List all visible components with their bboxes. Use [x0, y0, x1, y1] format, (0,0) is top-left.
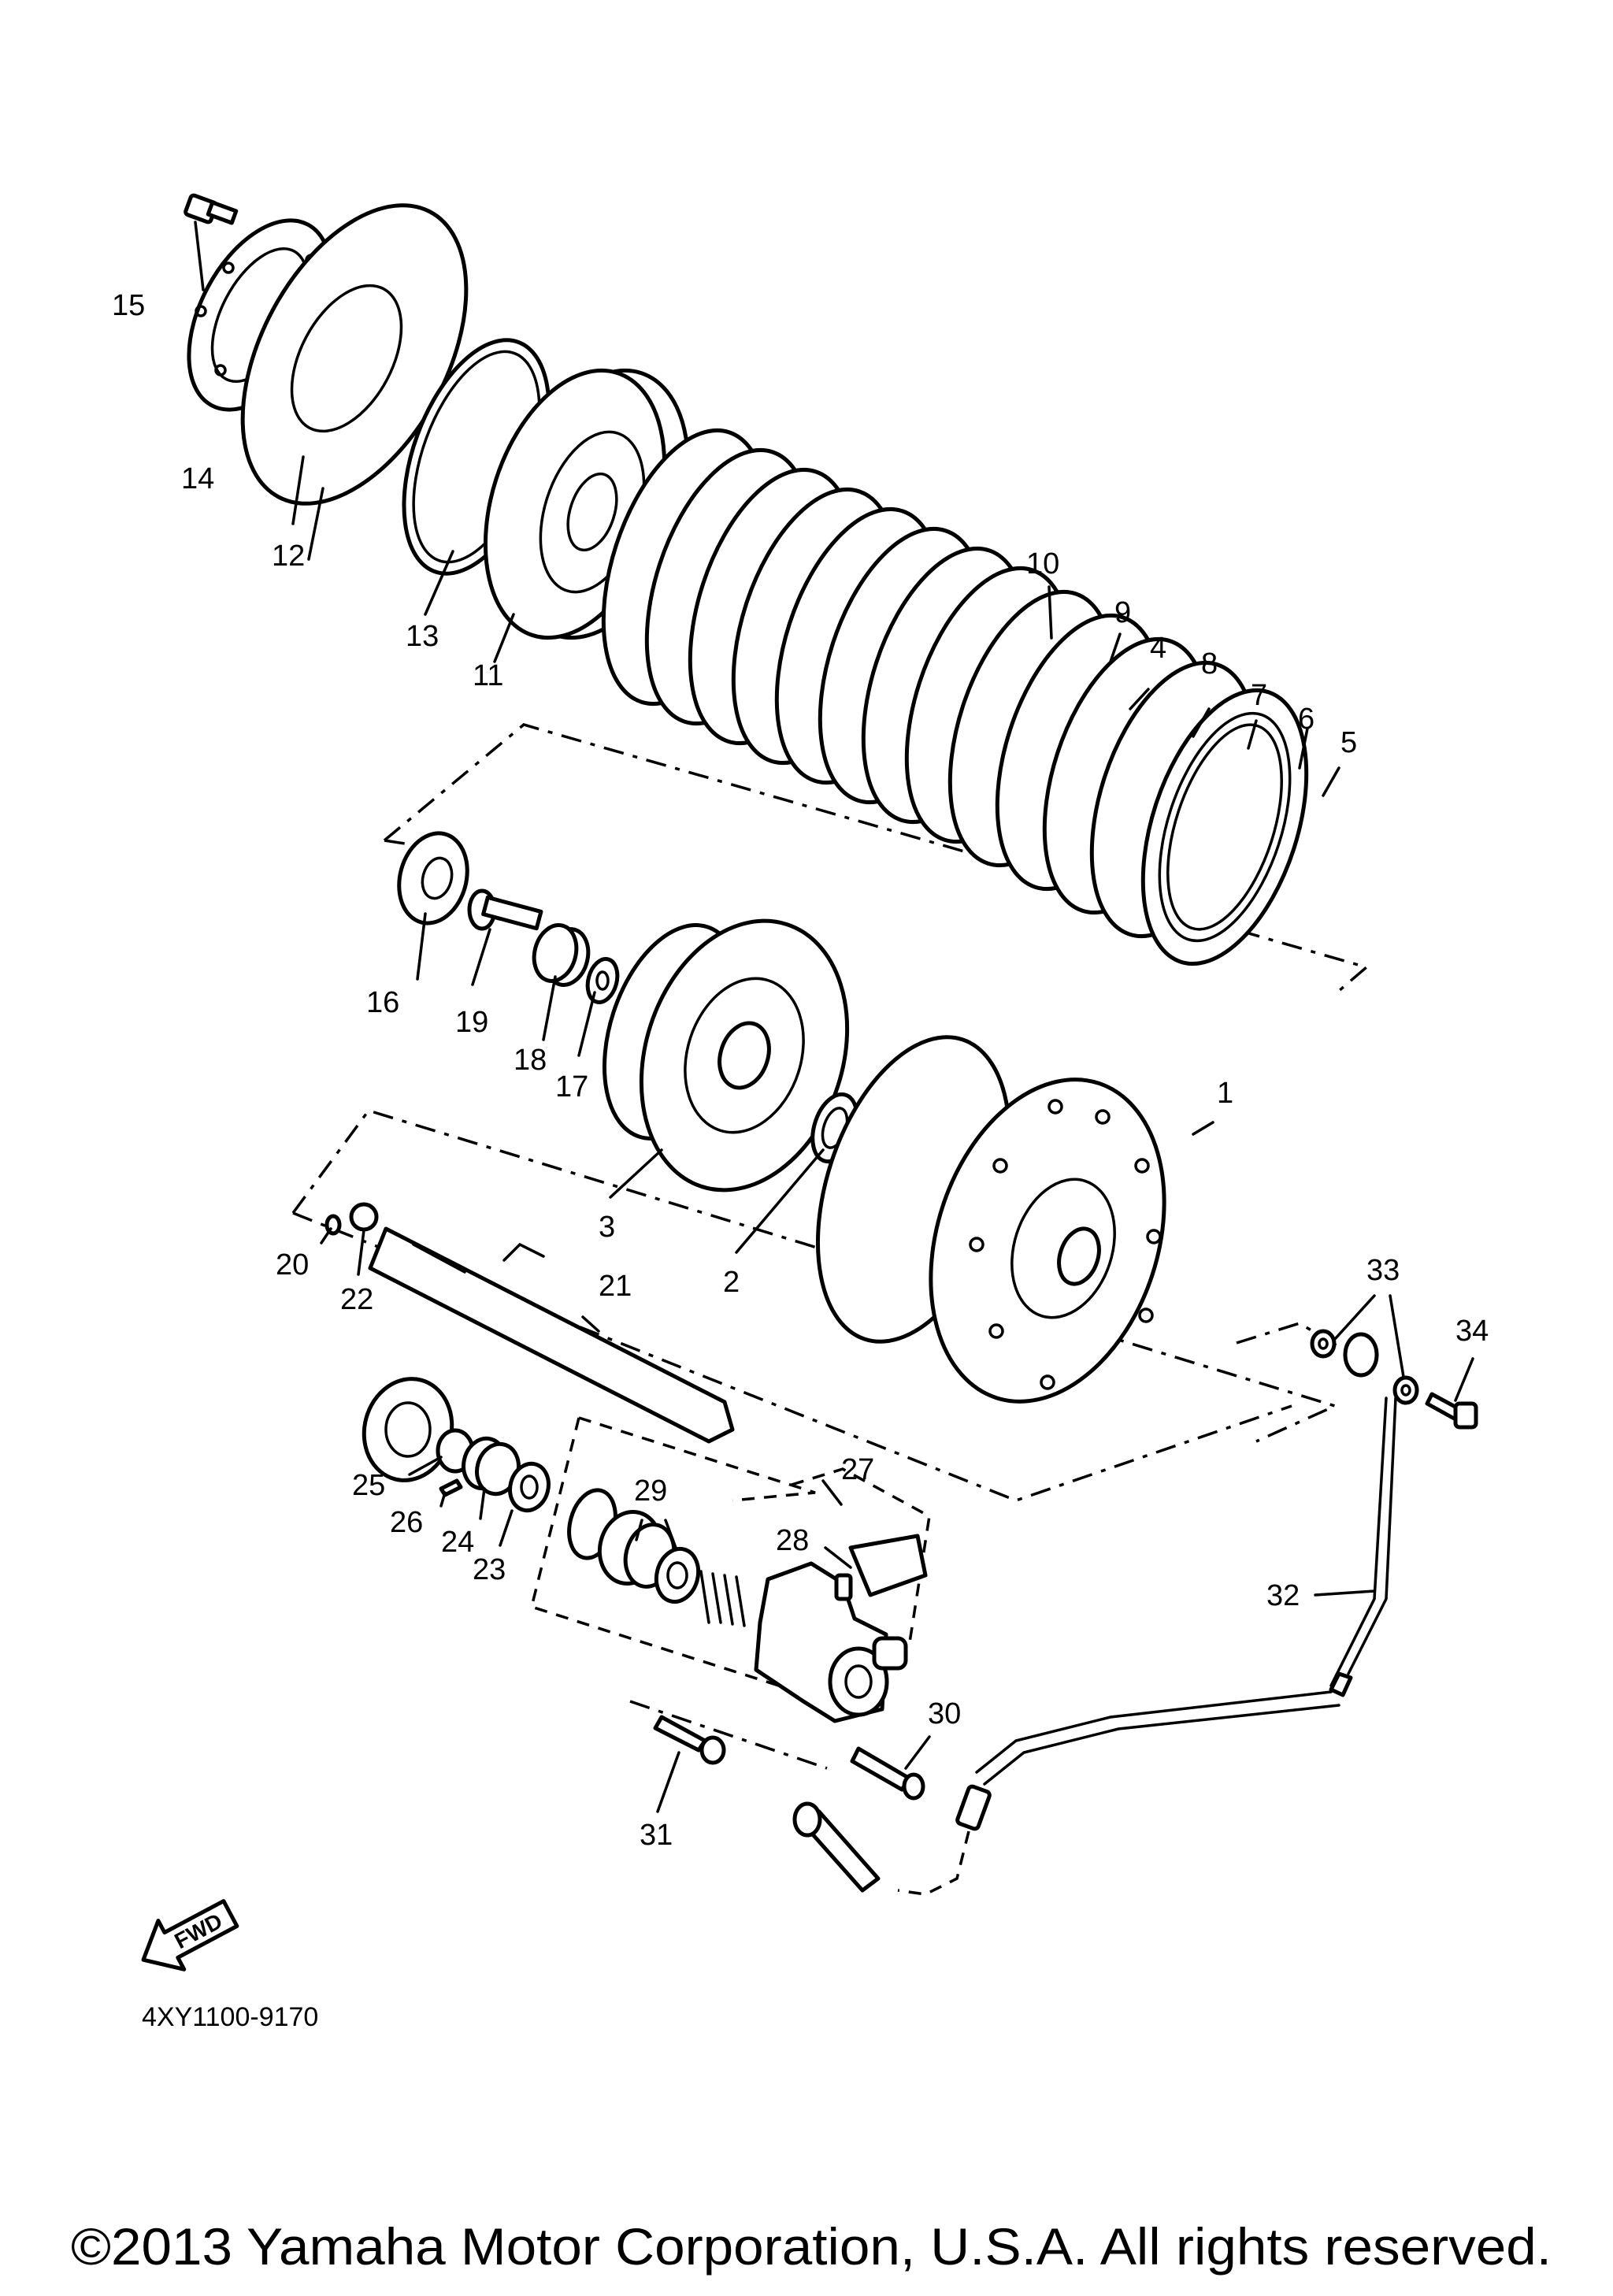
- banjo-washers-33: [1310, 1329, 1419, 1405]
- callout-28: 28: [776, 1524, 809, 1557]
- callout-labels: 1 2 3 4 5 6 7 8 9 10 11 12 13 14 15 16 1…: [112, 289, 1489, 1852]
- callout-15: 15: [112, 289, 145, 322]
- callout-30: 30: [928, 1697, 961, 1730]
- primary-gear-3: [602, 918, 850, 1193]
- callout-33: 33: [1366, 1254, 1400, 1287]
- callout-4: 4: [1150, 632, 1166, 665]
- callout-32: 32: [1266, 1579, 1300, 1612]
- callout-22: 22: [340, 1283, 373, 1316]
- fwd-arrow-icon: FWD: [141, 1899, 239, 1971]
- callout-13: 13: [406, 620, 439, 653]
- callout-18: 18: [514, 1044, 547, 1077]
- collar-18: [532, 923, 591, 987]
- callout-16: 16: [366, 986, 399, 1019]
- callout-11: 11: [473, 659, 503, 692]
- callout-3: 3: [599, 1211, 615, 1244]
- callout-17: 17: [555, 1070, 588, 1103]
- callout-31: 31: [640, 1819, 673, 1852]
- callout-8: 8: [1201, 647, 1218, 681]
- slave-cylinder-27: [754, 1561, 908, 1723]
- bearing-24: [462, 1436, 521, 1497]
- bolt-30: [850, 1746, 925, 1801]
- callout-27: 27: [841, 1453, 874, 1486]
- part-code: 4XY1100-9170: [142, 2002, 318, 2032]
- callout-21: 21: [599, 1270, 632, 1303]
- bolt-19: [467, 888, 543, 931]
- ball-22: [349, 1202, 379, 1232]
- callout-25: 25: [352, 1469, 385, 1502]
- bolt-15: [184, 193, 239, 225]
- callout-12: 12: [272, 540, 305, 573]
- callout-2: 2: [723, 1266, 740, 1299]
- clutch-hose-32: [792, 1397, 1397, 1896]
- callout-5: 5: [1340, 726, 1357, 759]
- callout-9: 9: [1114, 596, 1131, 629]
- seal-23: [508, 1461, 551, 1513]
- leader-lines: [194, 221, 1474, 1813]
- callout-26: 26: [390, 1506, 423, 1539]
- callout-19: 19: [455, 1006, 488, 1039]
- callout-23: 23: [473, 1553, 506, 1586]
- clutch-housing-1: [815, 1035, 1166, 1404]
- callout-6: 6: [1298, 703, 1315, 736]
- callout-20: 20: [276, 1248, 309, 1282]
- washer-17: [585, 957, 620, 1004]
- piston-kit-29: [567, 1488, 746, 1627]
- bolt-31: [653, 1715, 726, 1765]
- callout-1: 1: [1217, 1077, 1233, 1110]
- callout-29: 29: [634, 1474, 667, 1508]
- callout-34: 34: [1455, 1315, 1489, 1348]
- callout-10: 10: [1026, 547, 1059, 580]
- clutch-plate-stack: [601, 428, 1309, 966]
- callout-14: 14: [181, 462, 214, 495]
- copyright-notice: ©2013 Yamaha Motor Corporation, U.S.A. A…: [71, 2217, 1552, 2276]
- callout-7: 7: [1251, 679, 1267, 712]
- bearing-16: [397, 831, 469, 925]
- push-rod-21: [368, 1226, 735, 1444]
- union-bolt-34: [1425, 1392, 1478, 1430]
- bleed-screw-28: [834, 1534, 928, 1601]
- callout-24: 24: [441, 1526, 474, 1559]
